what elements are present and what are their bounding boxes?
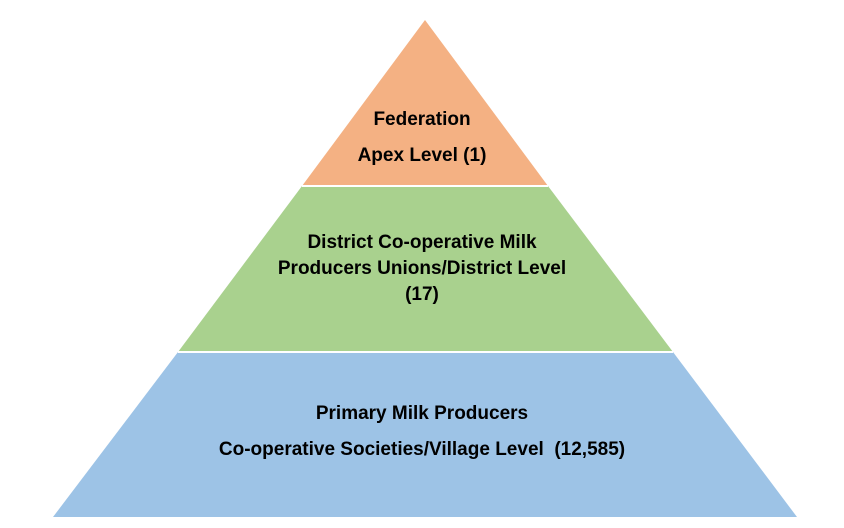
apex-tier-title: Federation [373,109,471,130]
village-tier-level: Co-operative Societies/Village Level (12… [218,439,626,460]
village-tier-label: Primary Milk Producers Co-operative Soci… [0,402,844,472]
district-tier-label: District Co-operative Milk Producers Uni… [0,230,844,308]
village-tier-title: Primary Milk Producers [315,403,529,424]
village-tier-shape [53,352,797,517]
apex-tier-label: Federation Apex Level (1) [0,108,844,178]
apex-tier-shape [302,20,548,186]
district-tier-count: (17) [405,284,439,305]
district-tier-line1: District Co-operative Milk [307,232,537,253]
apex-tier-level: Apex Level (1) [357,145,487,166]
district-tier-line2: Producers Unions/District Level [277,258,567,279]
district-tier-shape [178,186,673,352]
